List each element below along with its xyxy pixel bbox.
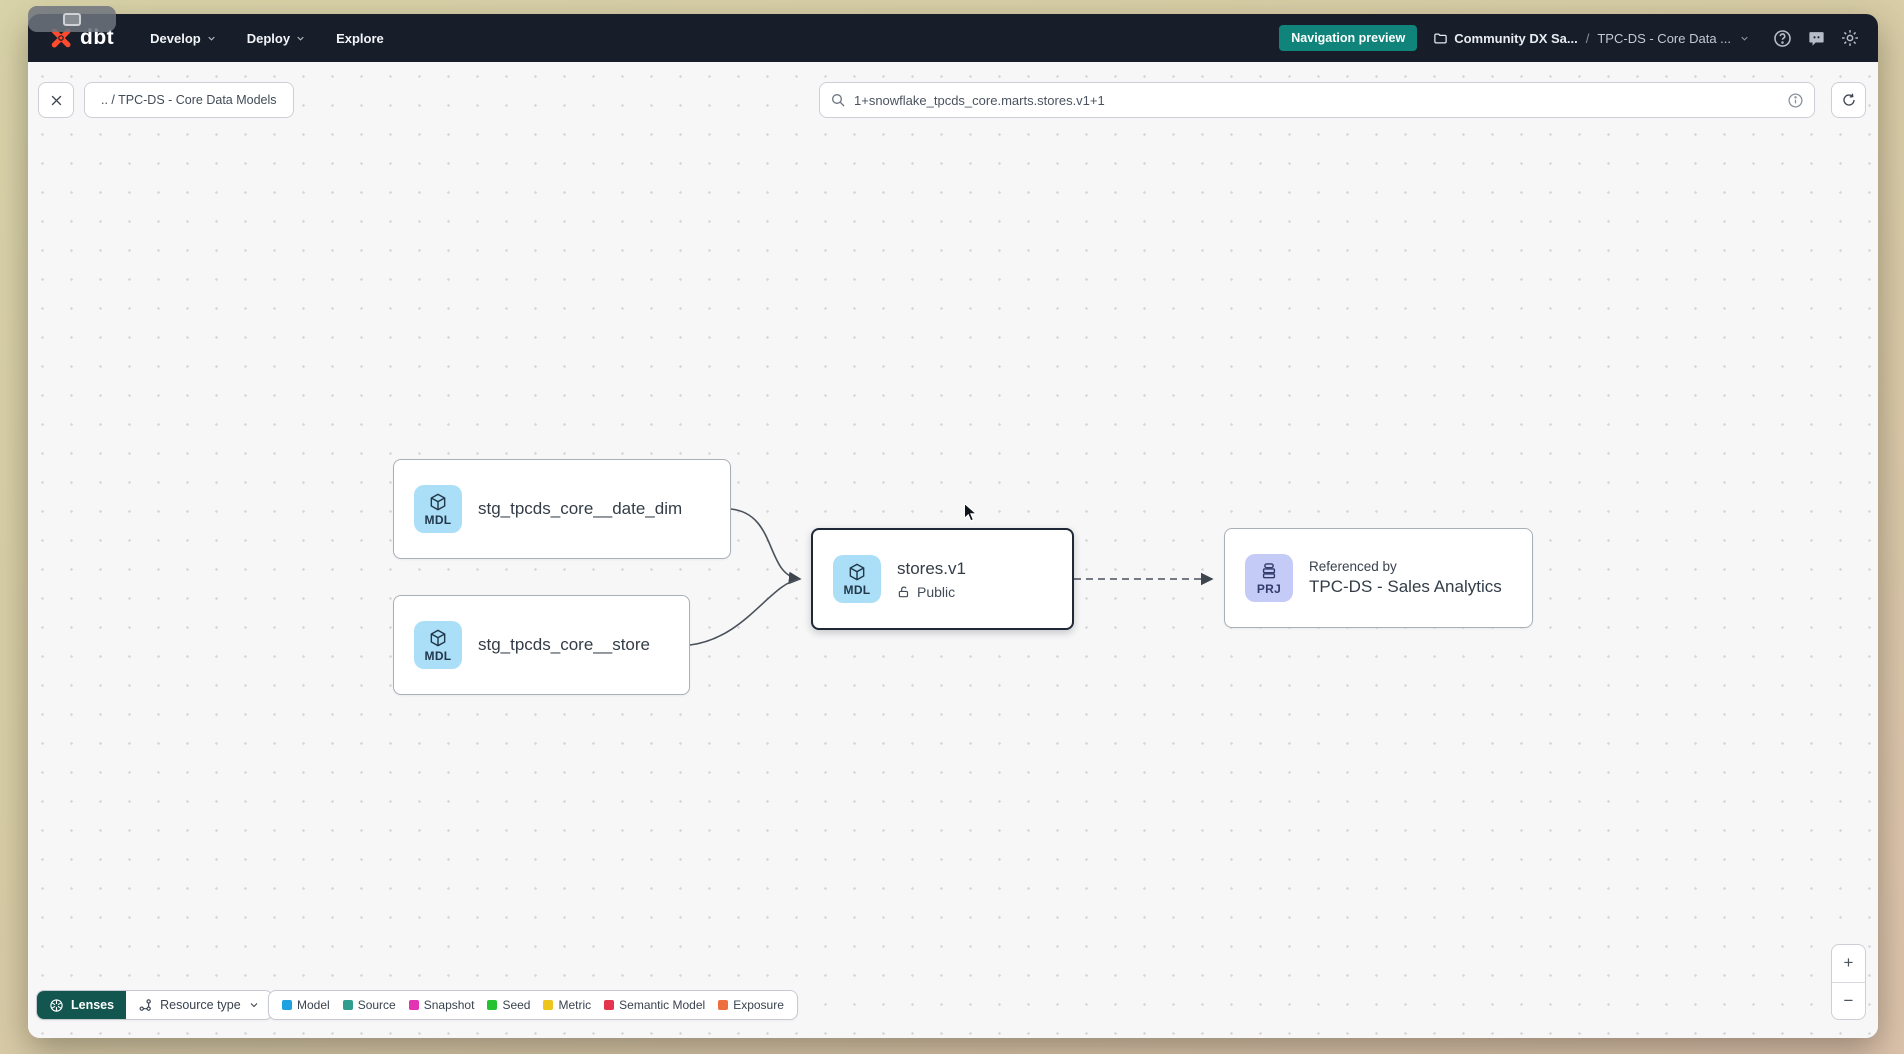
model-badge: MDL	[414, 485, 462, 533]
model-badge: MDL	[833, 555, 881, 603]
node-label: stg_tpcds_core__store	[478, 635, 650, 654]
cube-icon	[430, 493, 446, 510]
node-kicker: Referenced by	[1309, 559, 1397, 574]
screen-share-tab-artifact	[28, 6, 116, 32]
nav-item-develop[interactable]: Develop	[150, 31, 217, 46]
dbt-logo-icon	[51, 28, 71, 48]
breadcrumb-separator: /	[1585, 30, 1590, 46]
node-label: stores.v1	[897, 558, 966, 578]
lenses-control: Lenses Resource type	[36, 990, 273, 1020]
cube-icon	[849, 563, 865, 580]
node-access: Public	[897, 584, 966, 600]
legend-swatch	[282, 1000, 292, 1010]
navbar-right: Navigation preview Community DX Sa... / …	[1279, 25, 1860, 51]
account-breadcrumb[interactable]: Community DX Sa...	[1433, 31, 1578, 46]
legend-swatch	[718, 1000, 729, 1010]
folder-icon	[1434, 33, 1447, 43]
resource-type-dropdown[interactable]: Resource type	[126, 991, 272, 1019]
project-badge: PRJ	[1245, 554, 1293, 602]
main-nav: Develop Deploy Explore	[150, 31, 384, 46]
app-window: dbt Develop Deploy Explore Navigation pr…	[28, 14, 1878, 1038]
search-input[interactable]	[854, 92, 1787, 108]
lineage-search[interactable]	[819, 82, 1815, 118]
chevron-down-icon[interactable]	[1739, 33, 1750, 44]
top-navbar: dbt Develop Deploy Explore Navigation pr…	[28, 14, 1878, 62]
chevron-down-icon	[250, 1003, 258, 1008]
nav-item-deploy[interactable]: Deploy	[247, 31, 306, 46]
search-icon	[832, 94, 845, 107]
refresh-icon	[1842, 93, 1855, 106]
feedback-icon[interactable]	[1806, 28, 1826, 48]
mouse-cursor	[963, 502, 981, 528]
archive-icon	[1262, 562, 1276, 578]
legend-item-snapshot: Snapshot	[408, 998, 474, 1012]
node-referenced-by-project[interactable]: PRJ Referenced by TPC-DS - Sales Analyti…	[1224, 528, 1533, 628]
close-icon	[51, 95, 61, 105]
node-stg-tpcds-core-date-dim[interactable]: MDL stg_tpcds_core__date_dim	[393, 459, 731, 559]
project-breadcrumb[interactable]: TPC-DS - Core Data ...	[1597, 30, 1731, 46]
resource-type-icon	[139, 998, 151, 1011]
chevron-down-icon	[208, 36, 215, 41]
zoom-control: + −	[1831, 944, 1866, 1020]
legend-swatch	[342, 1000, 353, 1010]
legend-item-exposure: Exposure	[718, 998, 784, 1012]
lineage-canvas[interactable]: .. / TPC-DS - Core Data Models MDL	[28, 62, 1878, 1038]
edge-store-to-stores	[689, 578, 801, 646]
breadcrumb: Community DX Sa... / TPC-DS - Core Data …	[1433, 31, 1750, 46]
resource-type-legend: Model Source Snapshot Seed Metric Semant…	[268, 990, 798, 1020]
window-glyph-icon	[63, 12, 81, 26]
legend-swatch	[487, 1000, 498, 1010]
legend-swatch	[408, 1000, 419, 1010]
model-badge: MDL	[414, 621, 462, 669]
legend-swatch	[604, 1000, 615, 1010]
unlock-icon	[898, 586, 909, 597]
info-icon[interactable]	[1787, 92, 1804, 109]
legend-item-source: Source	[342, 998, 396, 1012]
legend-item-metric: Metric	[543, 998, 591, 1012]
edge-datedim-to-stores	[730, 508, 802, 585]
nav-item-explore[interactable]: Explore	[336, 30, 384, 46]
settings-gear-icon[interactable]	[1840, 28, 1860, 48]
node-stg-tpcds-core-store[interactable]: MDL stg_tpcds_core__store	[393, 595, 690, 695]
zoom-out-button[interactable]: −	[1843, 990, 1854, 1010]
legend-item-model: Model	[282, 998, 330, 1012]
legend-swatch	[543, 1000, 554, 1010]
legend-item-semantic-model: Semantic Model	[604, 998, 705, 1012]
lineage-breadcrumb-chip[interactable]: .. / TPC-DS - Core Data Models	[84, 82, 294, 118]
navbar-icon-group	[1772, 28, 1860, 48]
navigation-preview-badge[interactable]: Navigation preview	[1279, 25, 1418, 51]
cube-icon	[430, 629, 446, 646]
help-icon[interactable]	[1772, 28, 1792, 48]
node-stores-v1[interactable]: MDL stores.v1 Public	[811, 528, 1074, 630]
legend-item-seed: Seed	[487, 998, 530, 1012]
zoom-in-button[interactable]: +	[1832, 945, 1865, 983]
refresh-lineage-button[interactable]	[1831, 82, 1866, 118]
chevron-down-icon	[297, 36, 304, 41]
node-label: TPC-DS - Sales Analytics	[1309, 577, 1502, 596]
aperture-icon	[50, 998, 63, 1012]
lenses-button[interactable]: Lenses	[37, 991, 127, 1019]
close-lineage-button[interactable]	[38, 82, 74, 118]
node-label: stg_tpcds_core__date_dim	[478, 499, 683, 518]
